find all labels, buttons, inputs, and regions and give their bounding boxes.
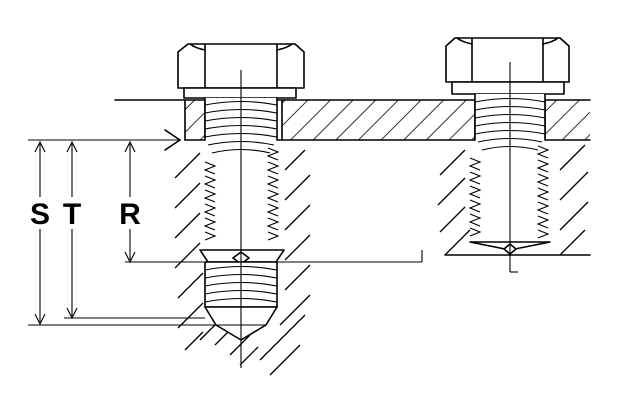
base-material-right: [437, 144, 591, 256]
base-material-left: [164, 129, 311, 376]
dimension-lines: [26, 139, 423, 326]
thread-crests-left: [203, 147, 280, 241]
dimension-label-t: T: [63, 198, 81, 231]
dimension-label-r: R: [119, 198, 141, 231]
dimension-label-s: S: [30, 198, 50, 231]
